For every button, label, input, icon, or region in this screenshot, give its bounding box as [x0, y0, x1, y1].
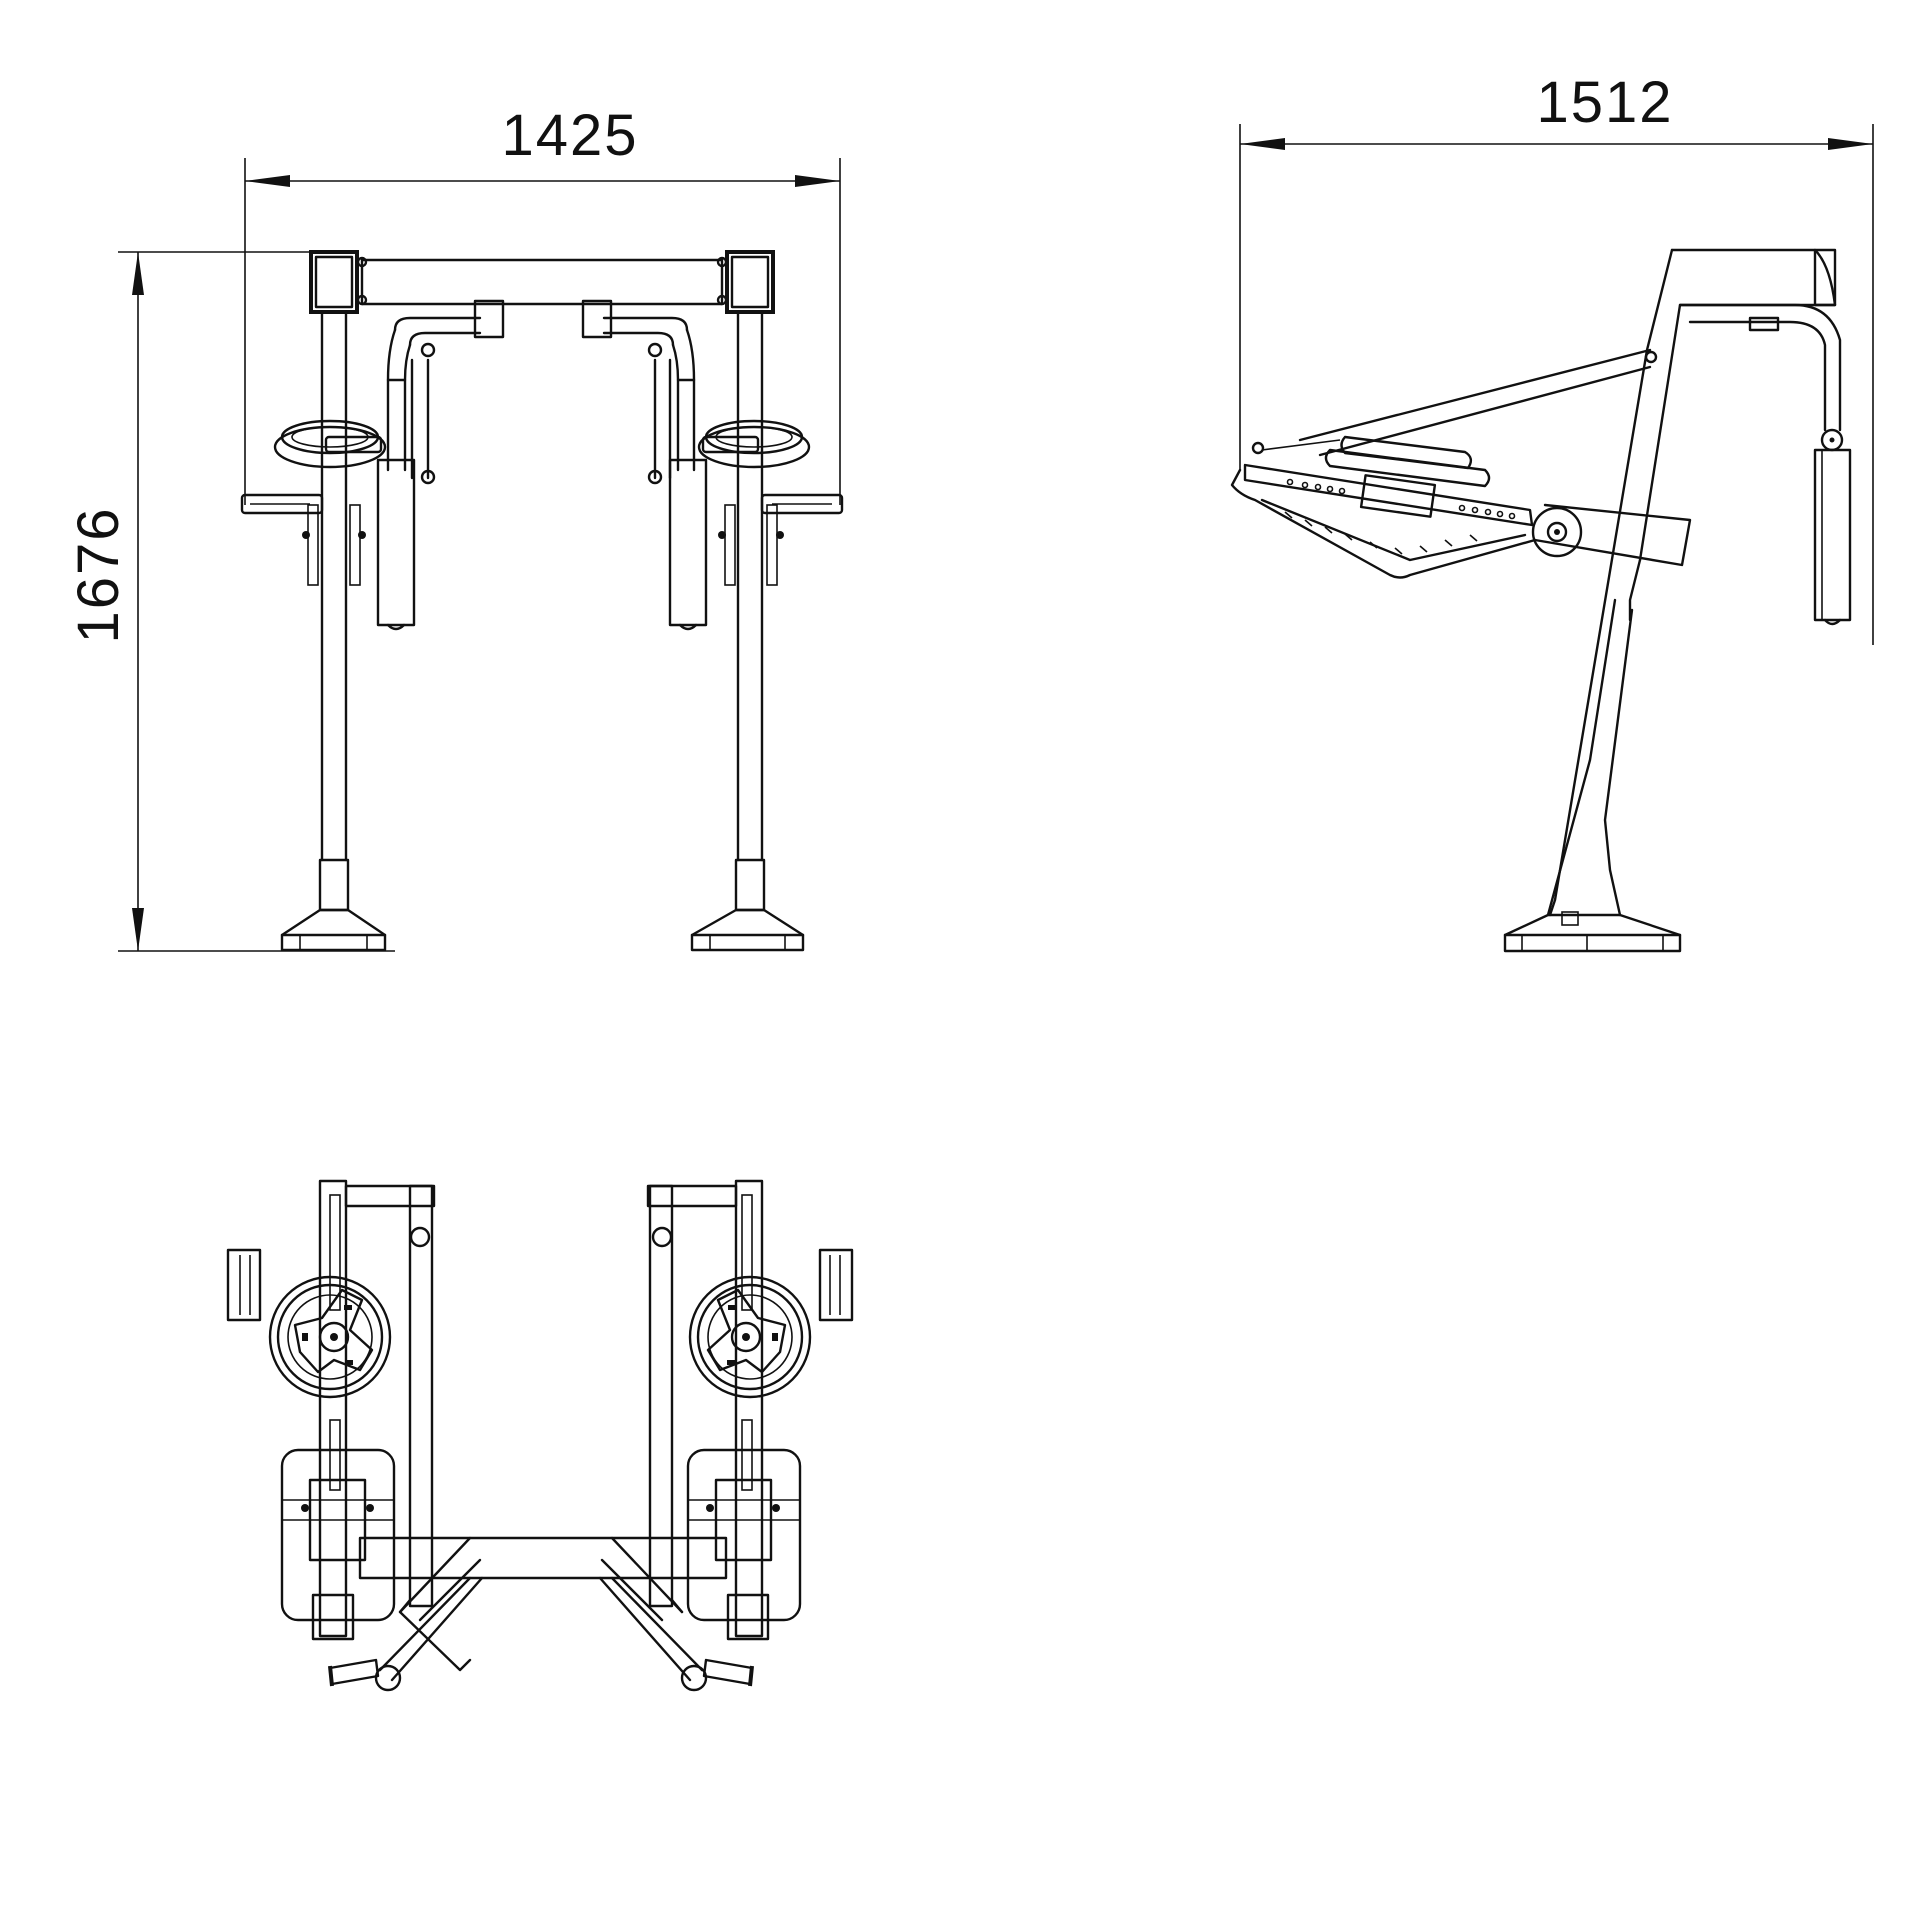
dimension-width-label: 1425: [501, 103, 638, 168]
arrow-left-icon: [245, 175, 290, 187]
tread-marks: [1284, 511, 1478, 555]
carriage-holes: [1286, 478, 1516, 520]
top-view: [226, 1179, 854, 1692]
front-view: 1425 1676: [66, 103, 844, 952]
side-depth-dimension: 1512: [1239, 70, 1874, 645]
front-width-dimension: 1425: [244, 103, 841, 505]
dimension-depth-label: 1512: [1536, 70, 1673, 135]
side-view: 1512: [1230, 70, 1874, 953]
front-height-dimension: 1676: [66, 251, 395, 952]
arrow-down-icon: [132, 908, 144, 951]
arrow-up-icon: [132, 252, 144, 295]
dimension-height-label: 1676: [66, 506, 131, 643]
arrow-right-icon: [1828, 138, 1873, 150]
arrow-right-icon: [795, 175, 840, 187]
arrow-left-icon: [1240, 138, 1285, 150]
